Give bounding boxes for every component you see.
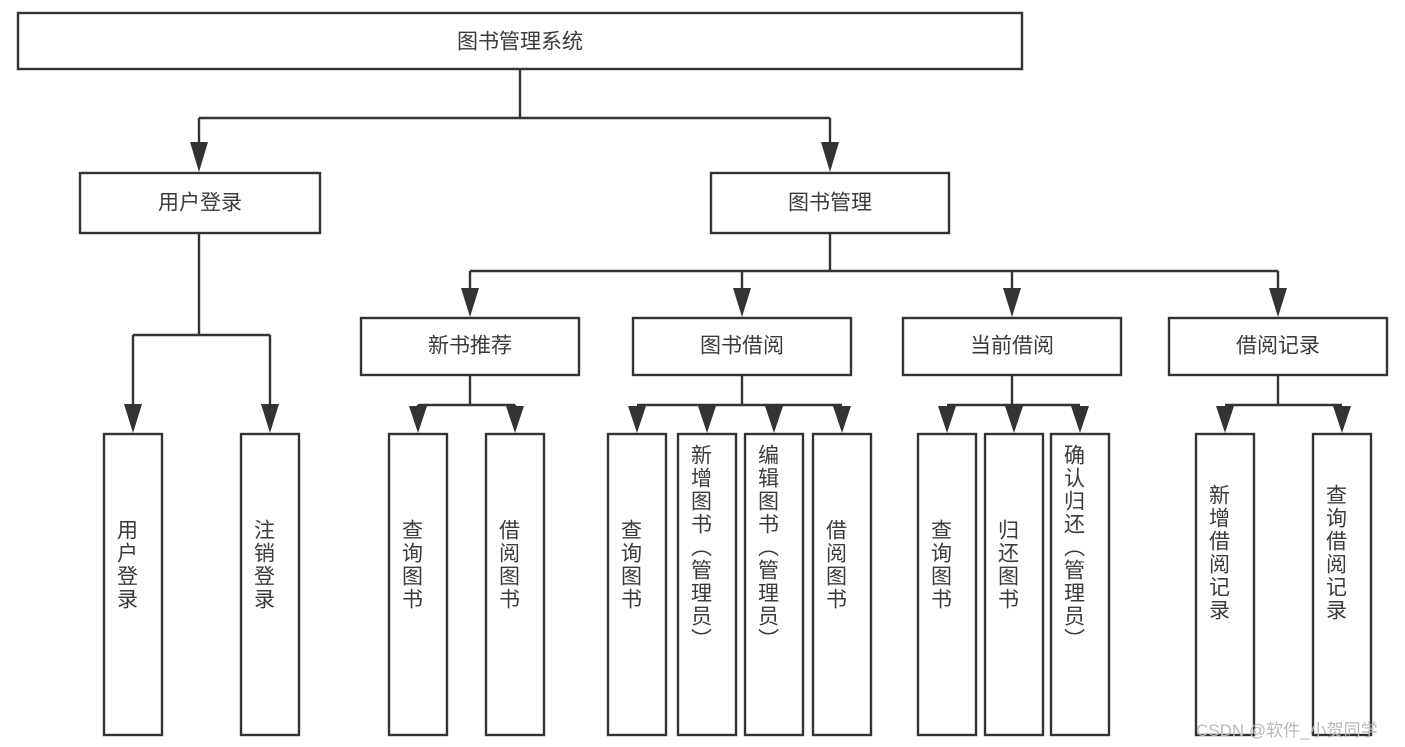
node-box-leaf-query-book-3[interactable] — [916, 432, 978, 737]
node-group: 图书管理系统 用户登录 图书管理 新书推荐 图书借阅 当前借阅 借阅记录 — [16, 11, 1389, 737]
node-label-borrow-records: 借阅记录 — [1236, 335, 1320, 358]
arrowhead-user-login — [190, 142, 208, 172]
node-box-leaf-add-borrow-record[interactable] — [1194, 432, 1256, 737]
arrowhead-leaf-borrow-book-2 — [833, 406, 851, 433]
arrowhead-leaf-query-book-1 — [409, 406, 427, 433]
arrowhead-leaf-confirm-return-admin — [1071, 406, 1089, 433]
node-box-current-borrow[interactable] — [901, 316, 1123, 377]
node-box-leaf-confirm-return-admin[interactable] — [1049, 432, 1111, 737]
arrowhead-leaf-query-book-2 — [628, 406, 646, 433]
node-box-leaf-return-book[interactable] — [983, 432, 1045, 737]
node-box-leaf-query-book-2[interactable] — [606, 432, 668, 737]
arrowhead-book-management — [821, 142, 839, 172]
arrowhead-leaf-logout-login — [261, 404, 279, 433]
arrowhead-leaf-return-book — [1005, 406, 1023, 433]
arrowhead-leaf-add-book-admin — [698, 406, 716, 433]
node-label-user-login: 用户登录 — [158, 192, 242, 215]
node-box-book-borrow[interactable] — [631, 316, 853, 377]
arrowhead-book-borrow — [733, 288, 751, 317]
node-box-leaf-borrow-book-2[interactable] — [811, 432, 873, 737]
node-box-new-book-recommend[interactable] — [359, 316, 581, 377]
watermark-text: CSDN @软件_小贺同学 — [1196, 721, 1378, 740]
node-box-leaf-user-login[interactable] — [102, 432, 164, 737]
node-box-user-login[interactable] — [78, 171, 322, 235]
node-box-leaf-query-borrow-record[interactable] — [1311, 432, 1373, 737]
node-box-borrow-records[interactable] — [1167, 316, 1389, 377]
arrowhead-leaf-user-login — [124, 404, 142, 433]
node-box-leaf-borrow-book-1[interactable] — [484, 432, 546, 737]
node-box-leaf-query-book-1[interactable] — [387, 432, 449, 737]
node-box-book-management[interactable] — [709, 171, 951, 235]
arrowhead-new-book-recommend — [461, 288, 479, 317]
node-box-root[interactable] — [16, 11, 1024, 71]
node-label-new-book-recommend: 新书推荐 — [428, 335, 512, 358]
node-label-current-borrow: 当前借阅 — [970, 335, 1054, 358]
arrowhead-current-borrow — [1003, 288, 1021, 317]
node-box-leaf-logout-login[interactable] — [239, 432, 301, 737]
node-box-leaf-add-book-admin[interactable] — [676, 432, 738, 737]
arrowhead-leaf-query-borrow-record — [1333, 406, 1351, 433]
connector-group — [124, 69, 1351, 433]
arrowhead-leaf-borrow-book-1 — [506, 406, 524, 433]
arrowhead-leaf-add-borrow-record — [1216, 406, 1234, 433]
node-box-leaf-edit-book-admin[interactable] — [743, 432, 805, 737]
arrowhead-leaf-edit-book-admin — [765, 406, 783, 433]
arrowhead-borrow-records — [1269, 288, 1287, 317]
node-label-book-borrow: 图书借阅 — [700, 335, 784, 358]
arrowhead-leaf-query-book-3 — [938, 406, 956, 433]
node-label-root: 图书管理系统 — [457, 31, 583, 54]
node-label-book-management: 图书管理 — [788, 192, 872, 215]
